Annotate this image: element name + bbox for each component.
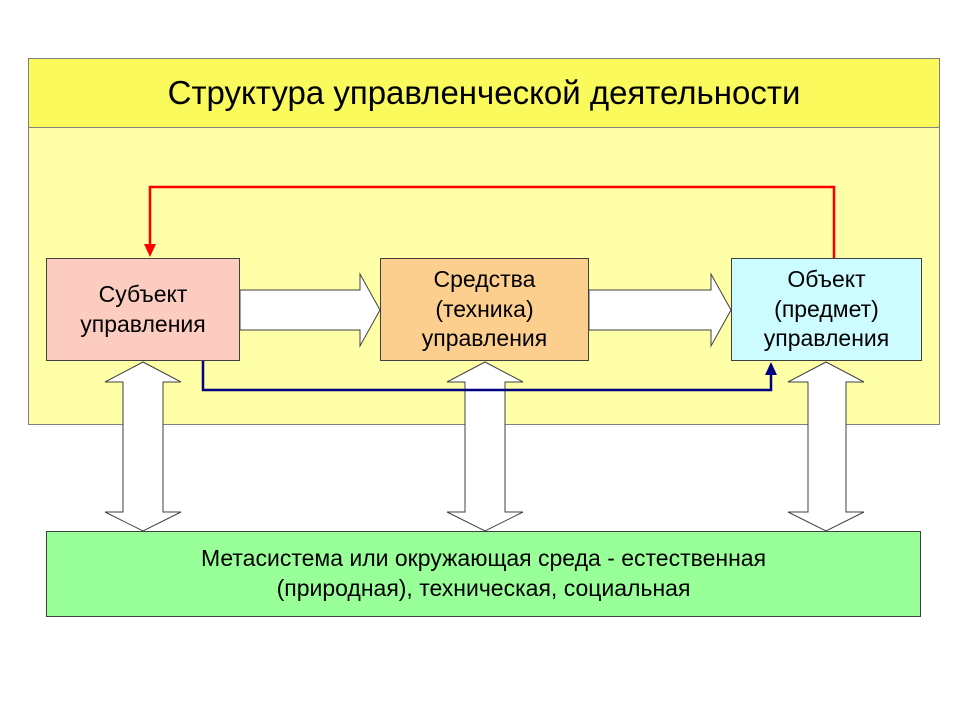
feedback-arrowhead xyxy=(144,244,156,257)
double-arrow-object-metasystem xyxy=(787,361,865,532)
direct-control-arrowhead xyxy=(765,362,777,375)
arrow-subject-to-means xyxy=(239,272,381,348)
means-box: Средства (техника) управления xyxy=(380,258,589,361)
double-arrow-means-metasystem xyxy=(446,361,524,532)
direct-control-line xyxy=(201,361,773,392)
subject-box: Субъект управления xyxy=(46,258,240,361)
diagram-title: Структура управленческой деятельности xyxy=(28,58,940,128)
feedback-line xyxy=(148,185,836,258)
arrow-means-to-object xyxy=(588,272,732,348)
double-arrow-subject-metasystem xyxy=(104,361,182,532)
object-box: Объект (предмет) управления xyxy=(731,258,922,361)
metasystem-box: Метасистема или окружающая среда - естес… xyxy=(46,531,921,617)
